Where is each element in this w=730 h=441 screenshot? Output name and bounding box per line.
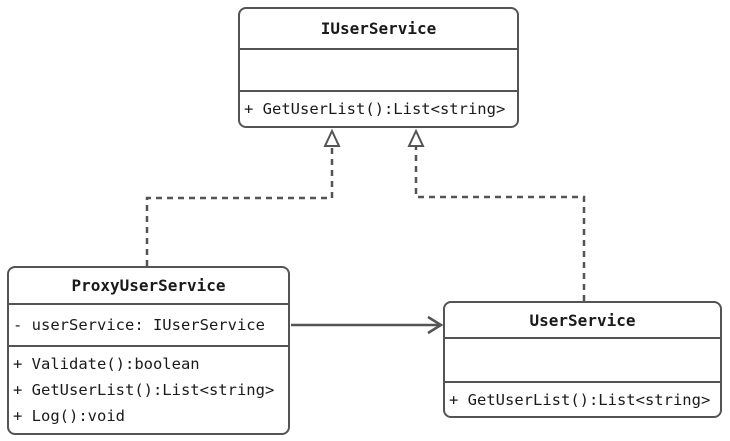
methods-compartment: + GetUserList():List<string> [445, 383, 720, 416]
class-name: ProxyUserService [9, 268, 288, 305]
class-name: UserService [445, 303, 720, 339]
realization-arrow-proxy-to-iuserservice [145, 128, 341, 266]
method: + Log():void [13, 407, 125, 425]
realization-arrow-userservice-to-iuserservice [407, 128, 586, 301]
method: + GetUserList():List<string> [13, 381, 275, 399]
methods-compartment: + Validate():boolean + GetUserList():Lis… [9, 347, 288, 433]
class-box-iuserservice: IUserService + GetUserList():List<string… [238, 7, 519, 128]
association-arrow-proxy-to-userservice [291, 315, 444, 335]
hollow-triangle-arrowhead [407, 128, 425, 147]
method: + GetUserList():List<string> [244, 100, 506, 118]
methods-compartment: + GetUserList():List<string> [240, 92, 517, 126]
class-box-proxyuserservice: ProxyUserService - userService: IUserSer… [7, 266, 290, 435]
attribute: - userService: IUserService [13, 316, 265, 334]
hollow-triangle-arrowhead [323, 128, 341, 147]
open-arrowhead [427, 315, 444, 335]
attributes-compartment: - userService: IUserService [9, 305, 288, 347]
attributes-compartment [445, 339, 720, 383]
method: + GetUserList():List<string> [449, 390, 711, 409]
class-name: IUserService [240, 9, 517, 50]
method: + Validate():boolean [13, 355, 200, 373]
class-box-userservice: UserService + GetUserList():List<string> [443, 301, 722, 418]
attributes-compartment [240, 50, 517, 92]
